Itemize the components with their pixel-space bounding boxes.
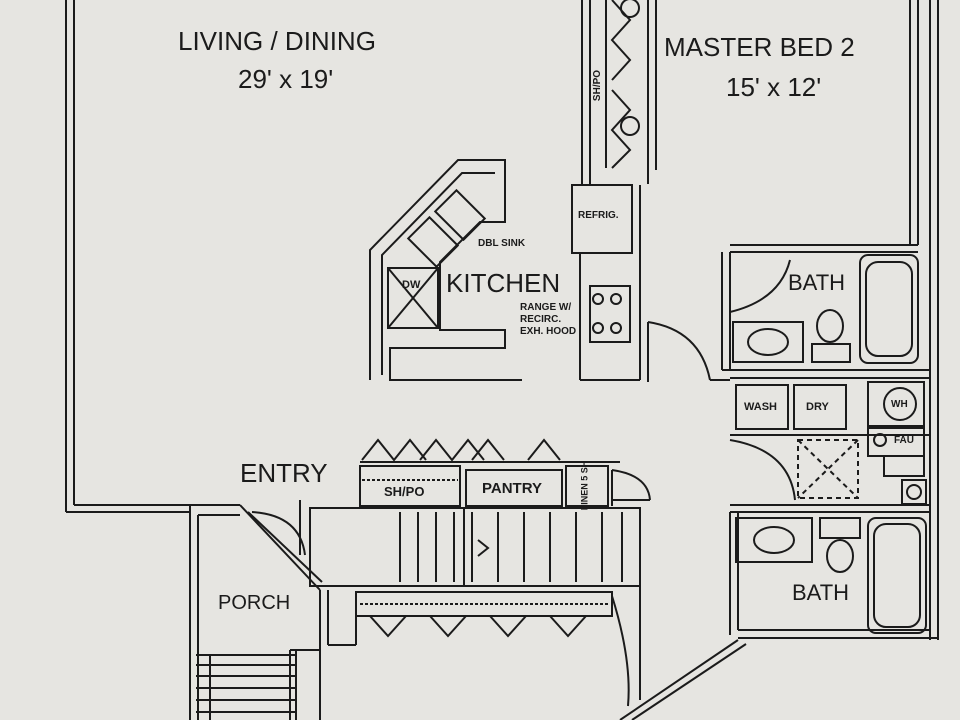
range-label-3: EXH. HOOD — [520, 326, 577, 337]
kitchen-name: KITCHEN — [446, 268, 561, 298]
hall-door — [648, 322, 730, 382]
upper-closet-doors — [360, 440, 620, 462]
range-label-1: RANGE W/ — [520, 302, 572, 313]
master-room-name: MASTER BED 2 — [664, 32, 855, 62]
master-closet-doors — [612, 0, 639, 168]
dishwasher-label: DW — [402, 279, 421, 291]
lower-closet-doors — [356, 586, 746, 720]
master-outer-wall — [730, 0, 938, 640]
kitchen-counter — [370, 160, 522, 380]
refrig-range — [572, 185, 640, 380]
master-room-size: 15' x 12' — [726, 72, 822, 102]
upper-bath — [722, 252, 930, 378]
entry-name: ENTRY — [240, 458, 328, 488]
linen-label: LINEN 5 SH — [579, 460, 590, 511]
living-outer-wall — [66, 0, 190, 512]
wash-label: WASH — [744, 401, 777, 413]
fau-label: FAU — [894, 435, 914, 446]
pantry-name: PANTRY — [482, 480, 542, 497]
center-wall — [582, 0, 656, 184]
porch-name: PORCH — [218, 592, 291, 614]
laundry — [730, 382, 930, 512]
refrig-label: REFRIG. — [578, 210, 619, 221]
shpo-vertical-label: SH/PO — [592, 69, 604, 102]
living-room-size: 29' x 19' — [238, 64, 334, 94]
upper-bath-name: BATH — [788, 270, 846, 295]
range-label-2: RECIRC. — [520, 314, 562, 325]
living-room-name: LIVING / DINING — [178, 26, 376, 56]
shpo-closet-label: SH/PO — [384, 484, 425, 499]
lower-bath — [730, 512, 938, 638]
stairs — [310, 508, 640, 586]
entry-porch-walls — [190, 500, 356, 720]
dry-label: DRY — [806, 401, 829, 413]
lower-bath-name: BATH — [792, 580, 850, 605]
dbl-sink-label: DBL SINK — [478, 238, 526, 249]
water-heater-label: WH — [891, 399, 908, 410]
storage-closets — [360, 466, 650, 506]
